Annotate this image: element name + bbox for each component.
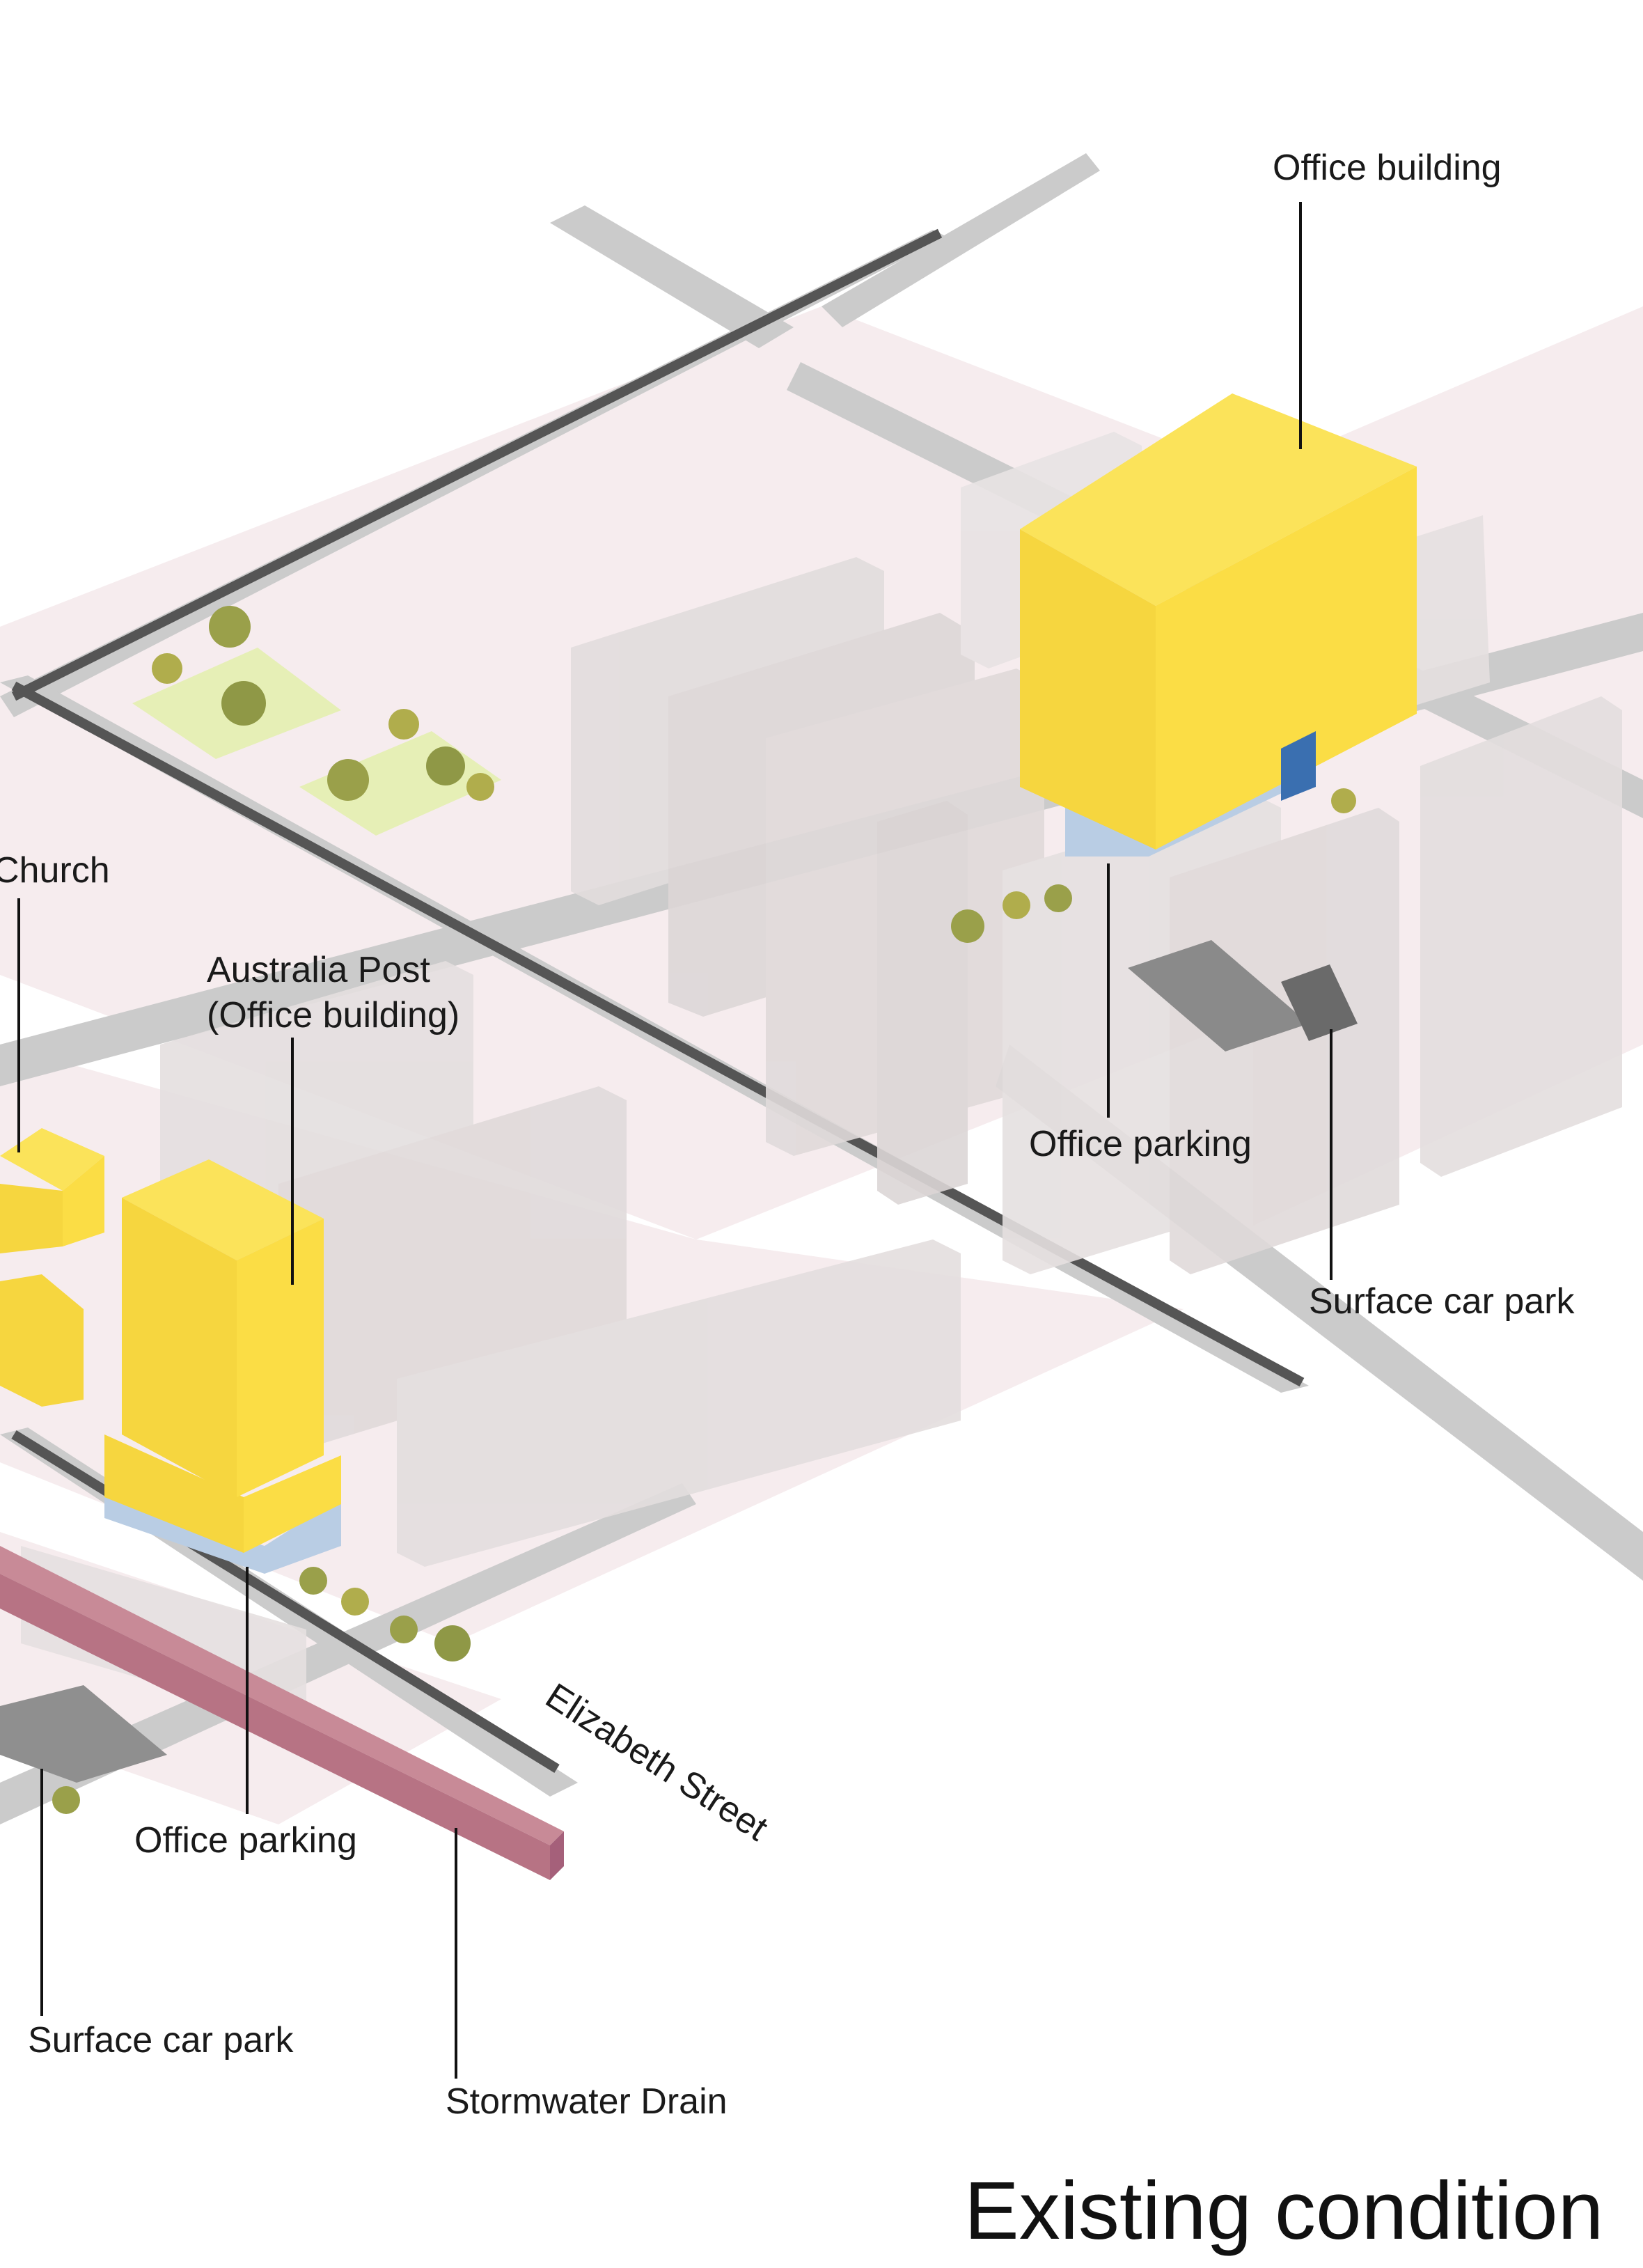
label-surface-car-park-left: Surface car park [28, 2020, 294, 2060]
church-front [0, 1184, 63, 1253]
tree [341, 1588, 369, 1616]
tree [951, 909, 984, 943]
church-building [0, 1128, 104, 1407]
office-building-right-entrance [1281, 731, 1316, 801]
parks [52, 606, 1356, 1814]
label-surface-car-park-right: Surface car park [1309, 1281, 1575, 1322]
road-cross-top [550, 205, 794, 348]
office-building-right-roof [1020, 393, 1417, 606]
surface-car-park-left [0, 1685, 167, 1783]
church-roof [0, 1128, 104, 1191]
office-building-right-front [1020, 529, 1156, 850]
australia-post-podium-side [244, 1455, 341, 1553]
surface-car-park-right [1128, 940, 1309, 1051]
road-bottom-left [0, 1483, 696, 1824]
tree [52, 1786, 80, 1814]
stormwater-drain-side [0, 1574, 550, 1880]
label-australia-post-line1: Australia Post [207, 950, 430, 990]
australia-post-tower-side [237, 1219, 324, 1497]
surface-car-park-right-drive [1281, 964, 1358, 1041]
church-hall [0, 1274, 84, 1407]
road-centre-top [11, 228, 943, 701]
australia-post-tower-front [122, 1198, 237, 1497]
context-building [397, 1239, 961, 1567]
australia-post-podium-front [104, 1434, 244, 1553]
stormwater-drain-end [550, 1831, 564, 1880]
church-side [63, 1156, 104, 1246]
tree [327, 759, 369, 801]
road-upper-right [822, 153, 1100, 327]
office-building-right-side [1156, 467, 1417, 850]
label-church: Church [0, 850, 110, 891]
tree [299, 1567, 327, 1595]
australia-post-tower-roof [122, 1159, 324, 1260]
tree [434, 1625, 471, 1661]
context-building [877, 801, 968, 1205]
tree [1044, 884, 1072, 912]
stormwater-drain [0, 1546, 564, 1880]
label-office-parking-right: Office parking [1029, 1124, 1252, 1164]
australia-post-building [104, 1159, 341, 1574]
tree [221, 681, 266, 726]
diagram-title: Existing condition [964, 2165, 1603, 2257]
context-building [1420, 696, 1622, 1177]
road-centre-long [11, 681, 1305, 1387]
tree [1003, 891, 1030, 919]
office-building-right [1020, 393, 1417, 857]
surface-car-parks [0, 940, 1358, 1783]
context-building [1170, 808, 1399, 1274]
tree [426, 746, 465, 785]
tree [209, 606, 251, 648]
tree [390, 1616, 418, 1643]
tree [1331, 788, 1356, 813]
label-office-building-right: Office building [1273, 148, 1502, 188]
label-elizabeth-street: Elizabeth Street [538, 1675, 775, 1849]
label-australia-post-line2: (Office building) [207, 995, 459, 1035]
label-office-parking-left: Office parking [134, 1820, 357, 1861]
tree [388, 709, 419, 740]
tree [466, 773, 494, 801]
label-stormwater-drain: Stormwater Drain [446, 2081, 728, 2122]
tree [152, 653, 182, 684]
stormwater-drain-top [0, 1546, 564, 1845]
leader-lines [17, 202, 1333, 2079]
